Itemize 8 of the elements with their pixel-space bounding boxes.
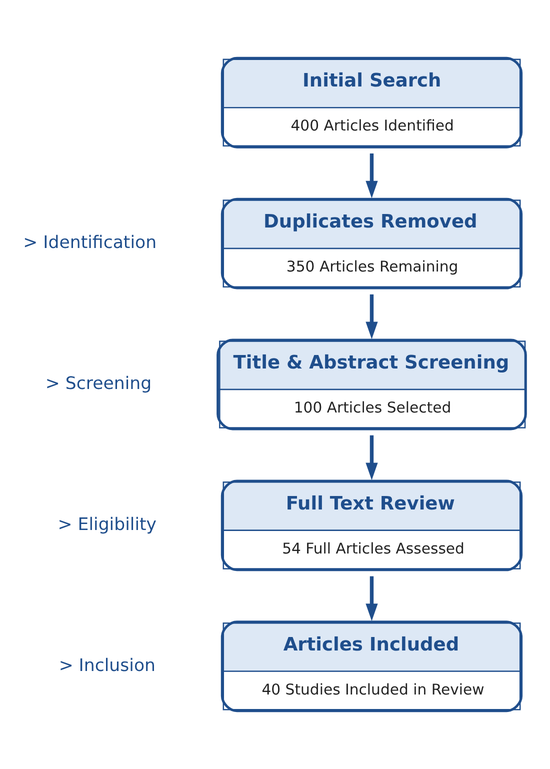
arrow: [366, 576, 378, 622]
arrow: [366, 294, 378, 340]
label: > Inclusion: [58, 656, 156, 676]
label: > Identification: [23, 233, 157, 254]
arrow: [366, 435, 378, 480]
arrow: [366, 153, 378, 198]
label: > Screening: [45, 374, 152, 394]
label: > Eligibility: [58, 515, 157, 536]
